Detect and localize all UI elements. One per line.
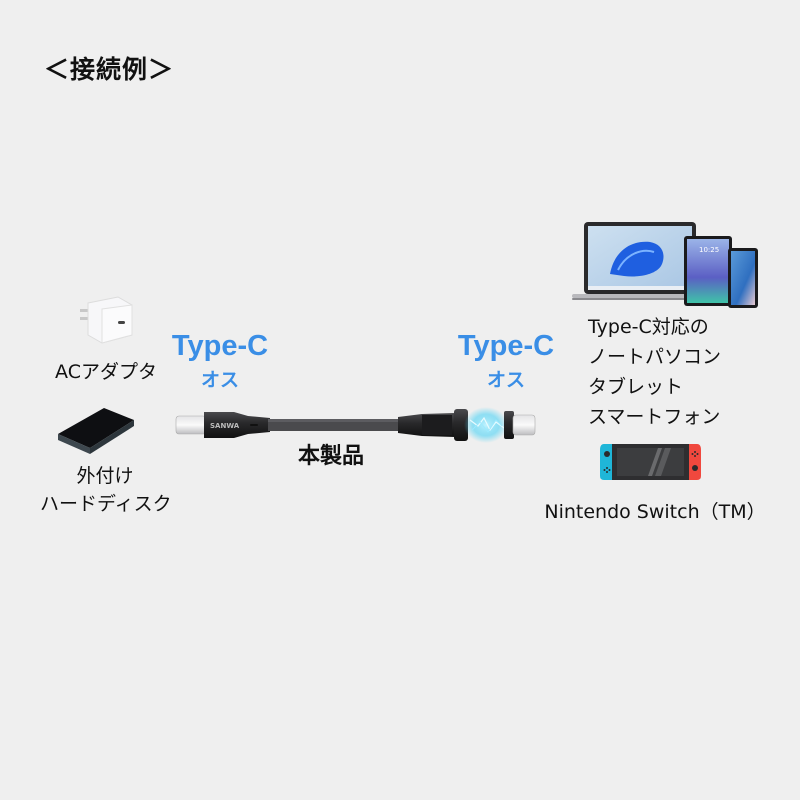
product-label: 本製品	[298, 444, 365, 469]
laptop-tablet-phone-icon: 10:25	[570, 218, 760, 310]
nintendo-switch-icon	[598, 442, 703, 482]
tablet-clock: 10:25	[699, 246, 719, 254]
magnetic-cable-illustration: SANWA	[170, 400, 570, 450]
right-connector-type: Type-C	[457, 330, 555, 362]
page-title: ＜接続例＞	[44, 55, 175, 84]
right-connector-gender: オス	[486, 369, 525, 391]
external-hdd-icon	[56, 404, 136, 454]
nintendo-switch-label: Nintendo Switch（TM）	[544, 501, 766, 523]
left-connector-type: Type-C	[171, 330, 269, 362]
external-hdd-label: 外付け ハードディスク	[40, 465, 172, 515]
left-connector-gender: オス	[200, 369, 239, 391]
brand-mark: SANWA	[210, 422, 240, 430]
ac-adapter-icon	[80, 295, 136, 345]
supported-devices-label: Type-C対応の ノートパソコン タブレット スマートフォン	[588, 316, 722, 428]
ac-adapter-label: ACアダプタ	[55, 361, 157, 383]
